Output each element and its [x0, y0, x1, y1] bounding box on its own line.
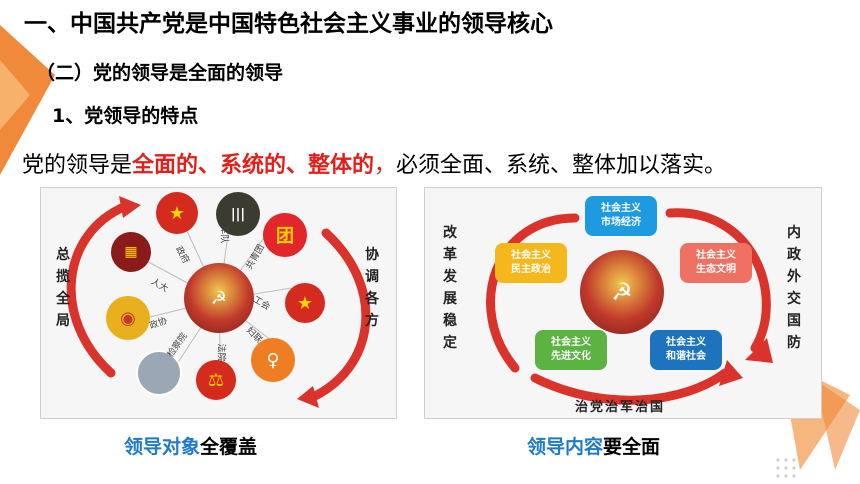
npc-hall-icon: ▦ [111, 232, 151, 272]
left-caption-blue: 领导对象 [124, 436, 201, 458]
party-congress-photo: ☭ [580, 250, 664, 334]
bubble-line: 民主政治 [511, 264, 551, 275]
spoke-label-court: 法院 [215, 343, 226, 362]
court-emblem-icon: ⚖ [196, 360, 236, 400]
sentence-prefix: 党的领导是 [22, 153, 133, 178]
leadership-objects-diagram: 总揽全局 协调各方 ☭ ★ ||| 团 ▦ ★ ◉ ♀ ⚖ 政府 军队 人大 政… [40, 187, 397, 419]
bubble-ecological-civilization: 社会主义 生态文明 [680, 243, 752, 283]
bubble-line: 社会主义 [601, 203, 641, 214]
right-caption-black: 要全面 [603, 436, 661, 458]
leadership-content-diagram: 改革发展稳定 内政外交国防 治党治军治国 ☭ 社会主义 市场经济 社会主义 民主… [424, 187, 822, 419]
bubble-line: 社会主义 [551, 337, 591, 348]
left-caption: 领导对象全覆盖 [124, 432, 257, 459]
key-sentence: 党的领导是全面的、系统的、整体的，必须全面、系统、整体加以落实。 [22, 147, 726, 179]
left-side-text: 总揽全局 [56, 247, 70, 329]
slide-title: 一、中国共产党是中国特色社会主义事业的领导核心 [24, 11, 553, 37]
governance-bottom-text: 治党治军治国 [575, 400, 666, 415]
procuratorate-building-icon [136, 350, 182, 396]
bubble-line: 先进文化 [551, 351, 591, 362]
right-side-text: 协调各方 [365, 247, 379, 329]
corner-decoration-top-left [0, 25, 55, 175]
party-meeting-photo: ☭ [184, 263, 254, 333]
bubble-advanced-culture: 社会主义 先进文化 [535, 330, 607, 370]
bubble-harmonious-society: 社会主义 和谐社会 [650, 330, 722, 370]
government-emblem-icon: ★ [285, 283, 325, 323]
affairs-side-text: 内政外交国防 [787, 225, 801, 351]
right-caption-blue: 领导内容 [527, 436, 604, 458]
bubble-line: 社会主义 [511, 250, 551, 261]
spoke-label-army: 军队 [218, 225, 229, 244]
sentence-comma: ， [374, 153, 397, 178]
youth-league-emblem-icon: 团 [263, 213, 307, 257]
national-emblem-icon: ★ [156, 192, 198, 234]
left-caption-black: 全覆盖 [200, 436, 258, 458]
sentence-highlight: 全面的、系统的、整体的 [132, 153, 375, 178]
bubble-market-economy: 社会主义 市场经济 [585, 196, 657, 236]
section-subtitle: （二）党的领导是全面的领导 [36, 62, 284, 84]
bubble-democratic-politics: 社会主义 民主政治 [495, 243, 567, 283]
bubble-line: 社会主义 [696, 250, 736, 261]
bubble-line: 社会主义 [666, 337, 706, 348]
army-parade-icon: ||| [216, 192, 260, 236]
bubble-line: 和谐社会 [666, 351, 706, 362]
womens-federation-emblem-icon: ♀ [251, 338, 295, 382]
bubble-line: 市场经济 [601, 217, 641, 228]
point-heading: 1、党领导的特点 [52, 105, 199, 127]
reform-side-text: 改革发展稳定 [443, 225, 457, 351]
bubble-line: 生态文明 [696, 264, 736, 275]
cppcc-emblem-icon: ◉ [106, 296, 150, 340]
right-caption: 领导内容要全面 [527, 432, 660, 459]
sentence-suffix: 必须全面、系统、整体加以落实。 [396, 153, 727, 178]
